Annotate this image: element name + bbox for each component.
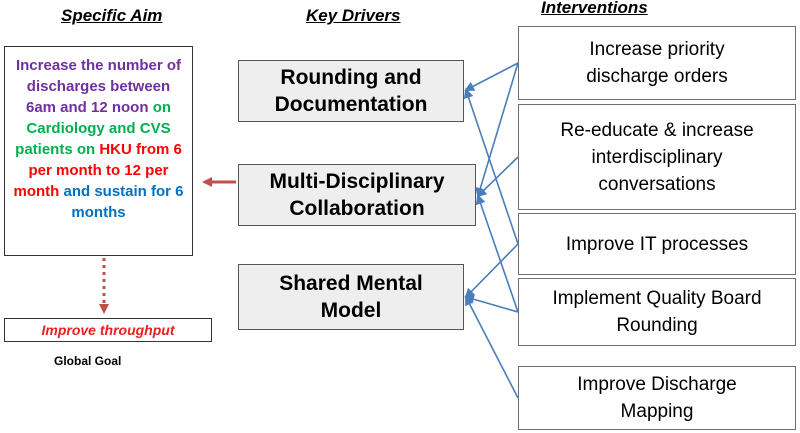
driver-line: Collaboration — [289, 197, 425, 220]
specific-aim-header: Specific Aim — [61, 6, 163, 25]
intervention-line: Improve Discharge — [577, 374, 737, 395]
intervention-line: Re-educate & increase — [560, 119, 754, 141]
connector-qboard-to-mental — [464, 294, 519, 313]
connector-priority-to-collab — [475, 62, 519, 198]
driver-line: Model — [320, 299, 382, 322]
aim-segment-purple: Increase the number of discharges betwee… — [15, 57, 182, 116]
interventions-header: Interventions — [541, 0, 648, 17]
connector-it-to-mental — [464, 243, 519, 299]
intervention-line: Increase priority — [589, 39, 725, 60]
intervention-it-processes: Improve IT processes — [518, 213, 796, 275]
intervention-line: interdisciplinary — [591, 146, 723, 168]
intervention-line: Implement Quality Board — [552, 288, 762, 309]
intervention-line: Rounding — [616, 315, 698, 336]
driver-line: Documentation — [274, 93, 428, 116]
intervention-priority-discharge: Increase priority discharge orders — [518, 26, 796, 100]
intervention-line: Mapping — [620, 401, 694, 422]
connector-qboard-to-collab — [475, 194, 519, 313]
connector-priority-to-rounding — [464, 62, 519, 91]
global-goal-label: Global Goal — [54, 354, 122, 368]
connector-mapping-to-mental — [465, 295, 519, 399]
intervention-line: discharge orders — [586, 66, 728, 87]
global-goal-box: Improve throughput — [4, 318, 212, 342]
driver-line: Multi-Disciplinary — [269, 170, 445, 193]
connector-reeducate-to-collab — [476, 156, 519, 198]
key-drivers-header: Key Drivers — [306, 6, 401, 25]
connector-it-to-rounding — [463, 88, 519, 245]
specific-aim-box: Increase the number of discharges betwee… — [4, 46, 193, 256]
aim-segment-green: on Cardiology and CVS patients on — [15, 99, 172, 158]
driver-line: Shared Mental — [279, 272, 423, 295]
intervention-line: conversations — [598, 173, 716, 195]
intervention-reeducate: Re-educate & increase interdisciplinary co… — [518, 104, 796, 210]
aim-segment-red: HKU from 6 per month to 12 per month — [13, 141, 182, 200]
intervention-line: Improve IT processes — [565, 233, 749, 255]
aim-segment-blue: and sustain for 6 months — [63, 183, 184, 221]
driver-line: Rounding and — [280, 66, 422, 89]
